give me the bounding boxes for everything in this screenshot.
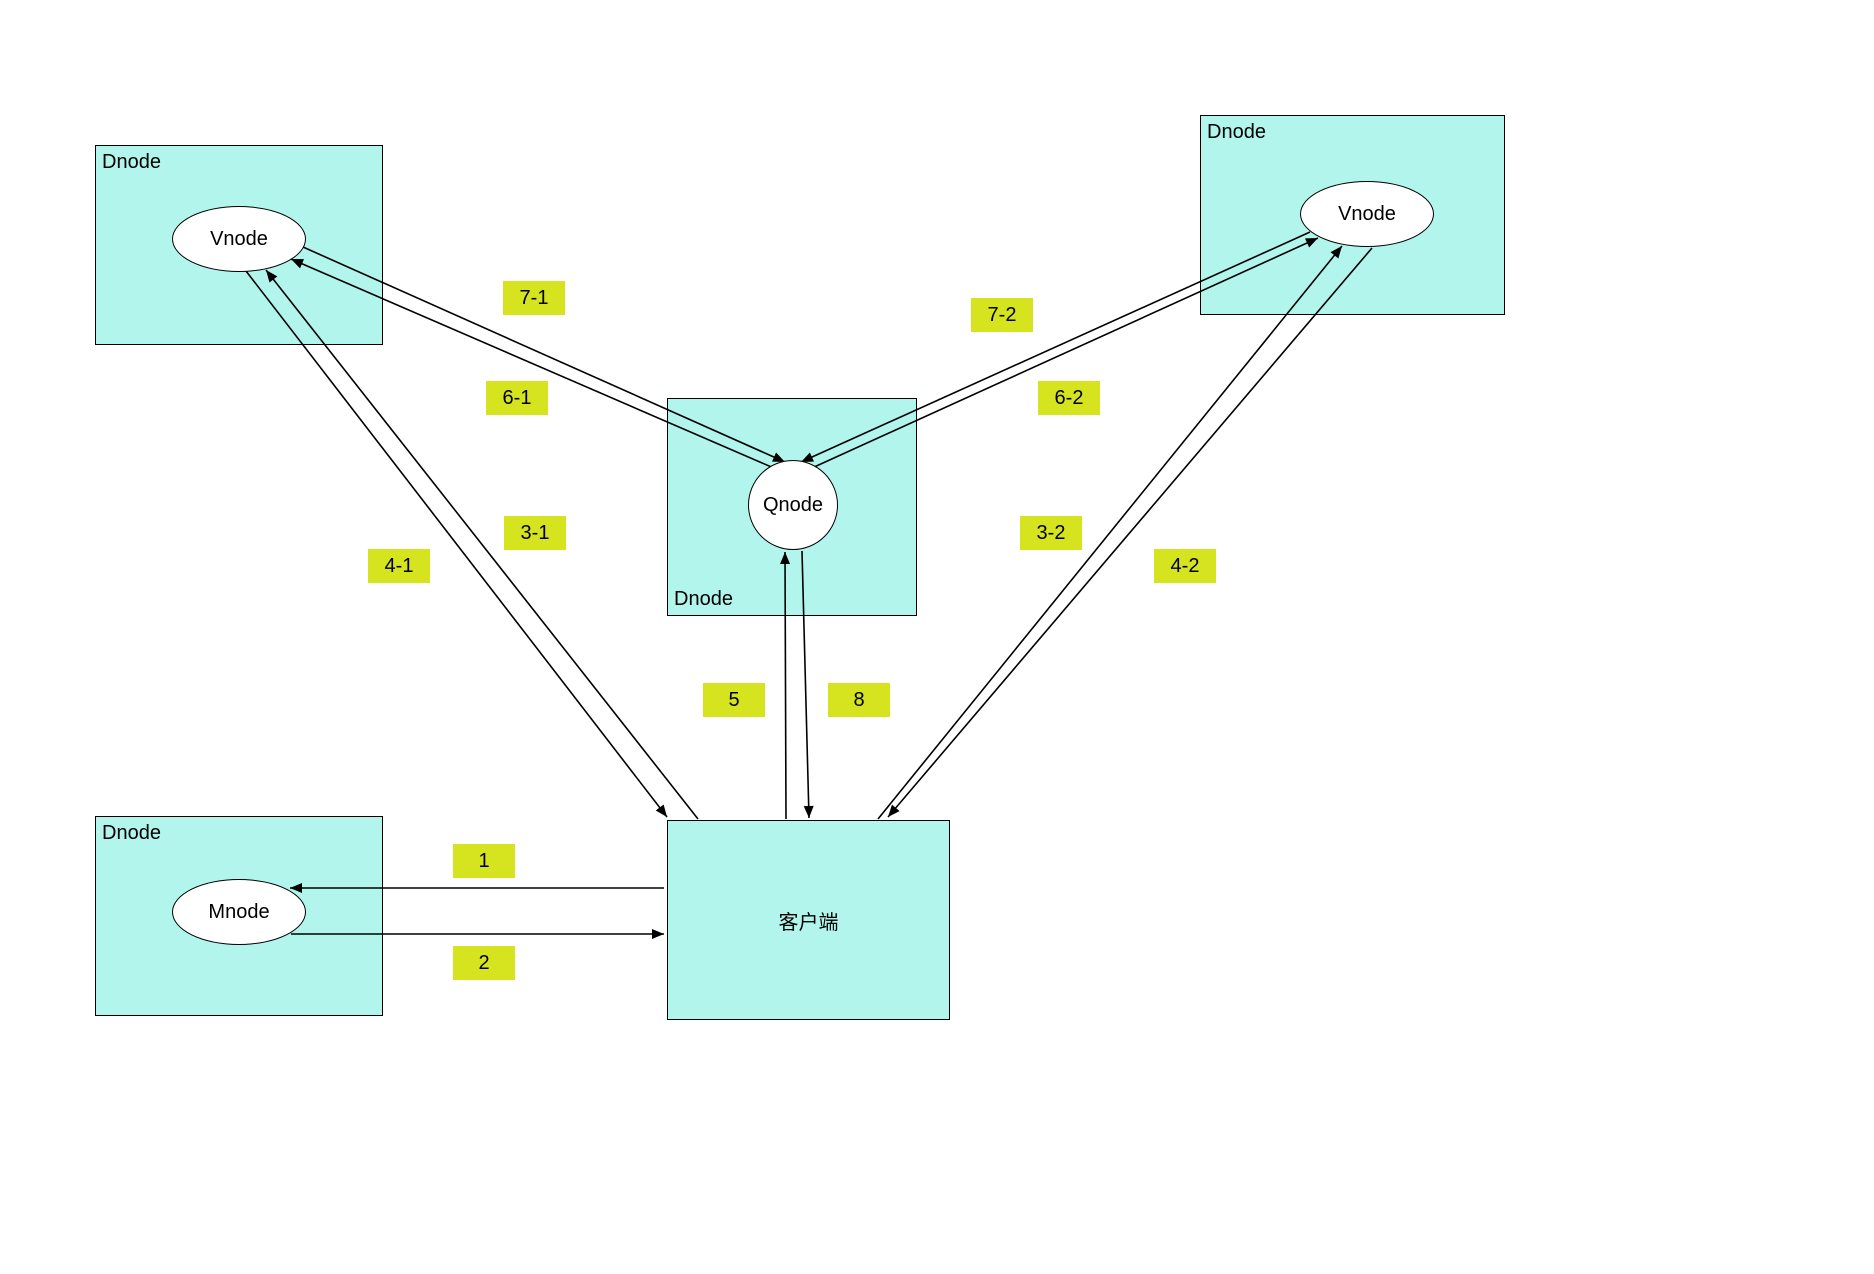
edge-label-6-1: 6-1 [486,381,548,415]
edge-4-1-arrow [245,270,668,818]
edge-label-6-2: 6-2 [1038,381,1100,415]
edge-4-2-arrow [887,247,1373,818]
edge-5-arrow [780,551,791,820]
vnode-right-label: Vnode [1338,202,1396,225]
edge-7-1-arrow [290,258,777,470]
dnode-box-top-right: Dnode [1200,115,1505,315]
mnode-label: Mnode [208,900,270,923]
edge-label-8: 8 [828,683,890,717]
mnode-ellipse: Mnode [172,879,306,945]
edge-label-4-2: 4-2 [1154,549,1216,583]
vnode-left-ellipse: Vnode [172,206,306,272]
client-label: 客户端 [778,911,839,934]
edge-3-2-arrow [877,245,1343,820]
dnode-title-top-left: Dnode [102,151,161,173]
edge-label-1: 1 [453,844,515,878]
edge-label-5: 5 [703,683,765,717]
edge-6-2-arrow [800,231,1311,463]
qnode-circle: Qnode [748,460,838,550]
dnode-title-top-right: Dnode [1207,121,1266,143]
edge-label-7-2: 7-2 [971,298,1033,332]
qnode-label: Qnode [762,493,824,516]
vnode-right-ellipse: Vnode [1300,181,1434,247]
edge-3-1-arrow [265,269,699,820]
edge-label-7-1: 7-1 [503,281,565,315]
edge-label-4-1: 4-1 [368,549,430,583]
edge-7-2-arrow [811,237,1319,469]
edge-6-1-arrow [302,246,786,463]
edge-8-arrow [801,550,814,819]
dnode-title-bottom-left: Dnode [102,822,161,844]
vnode-left-label: Vnode [210,227,268,250]
client-box: 客户端 [667,820,950,1020]
edge-label-3-1: 3-1 [504,516,566,550]
edge-label-2: 2 [453,946,515,980]
edge-label-3-2: 3-2 [1020,516,1082,550]
dnode-title-middle: Dnode [674,588,733,610]
